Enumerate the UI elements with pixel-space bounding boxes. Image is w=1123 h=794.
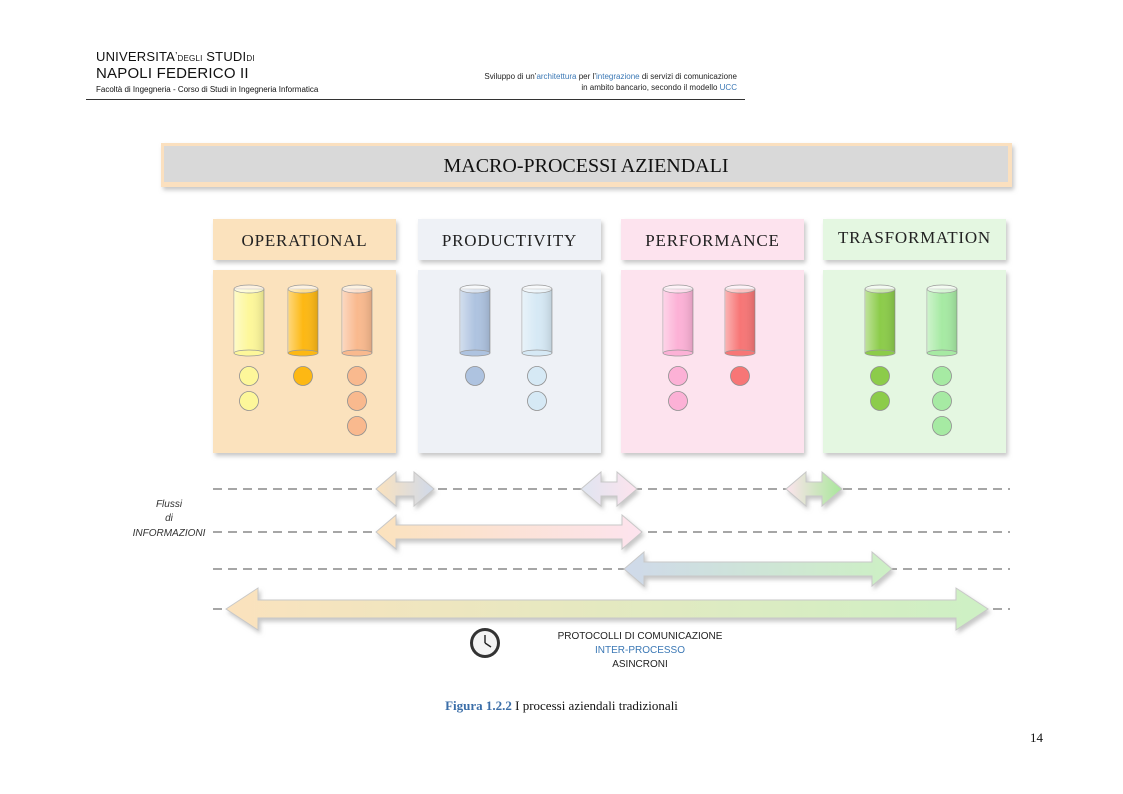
data-node-circle bbox=[347, 366, 367, 386]
flow-lines bbox=[213, 488, 1010, 610]
data-node-circle bbox=[668, 366, 688, 386]
data-node-circle bbox=[870, 391, 890, 411]
process-header-operational: OPERATIONAL bbox=[213, 219, 396, 260]
data-node-circle bbox=[932, 366, 952, 386]
database-cylinder-icon bbox=[926, 284, 958, 357]
database-cylinder-icon bbox=[459, 284, 491, 357]
database-cylinder-icon bbox=[662, 284, 694, 357]
clock-icon bbox=[470, 628, 500, 658]
thesis-subtitle: Sviluppo di un’architettura per l’integr… bbox=[484, 72, 737, 92]
data-node-circle bbox=[932, 391, 952, 411]
arrow-operational-productivity bbox=[375, 470, 435, 508]
process-label: PERFORMANCE bbox=[645, 231, 779, 250]
data-node-circle bbox=[347, 416, 367, 436]
figure-caption-text: I processi aziendali tradizionali bbox=[511, 698, 678, 713]
data-node-circle bbox=[870, 366, 890, 386]
diagram-title-bar: MACRO-PROCESSI AZIENDALI bbox=[161, 143, 1012, 187]
arrow-all-processes bbox=[225, 587, 989, 631]
diagram-title: MACRO-PROCESSI AZIENDALI bbox=[443, 155, 728, 177]
arrow-operational-performance bbox=[375, 513, 643, 551]
process-header-trasformation: TRASFORMATION bbox=[823, 219, 1006, 260]
database-cylinder-icon bbox=[233, 284, 265, 357]
process-panel-productivity bbox=[418, 270, 601, 453]
data-node-circle bbox=[347, 391, 367, 411]
arrow-productivity-performance bbox=[580, 470, 638, 508]
data-node-circle bbox=[527, 391, 547, 411]
data-node-circle bbox=[293, 366, 313, 386]
data-node-circle bbox=[668, 391, 688, 411]
data-node-circle bbox=[730, 366, 750, 386]
database-cylinder-icon bbox=[341, 284, 373, 357]
data-node-circle bbox=[239, 391, 259, 411]
arrow-performance-trasformation bbox=[785, 470, 843, 508]
database-cylinder-icon bbox=[724, 284, 756, 357]
protocol-text: PROTOCOLLI DI COMUNICAZIONE INTER-PROCES… bbox=[558, 631, 723, 670]
data-node-circle bbox=[239, 366, 259, 386]
process-label: PRODUCTIVITY bbox=[442, 231, 577, 250]
figure-caption: Figura 1.2.2 I processi aziendali tradiz… bbox=[0, 698, 1123, 714]
university-name-line1: UNIVERSITA’DEGLI STUDIDI bbox=[96, 49, 255, 64]
data-node-circle bbox=[932, 416, 952, 436]
flows-label-line1: Flussi bbox=[156, 499, 183, 510]
database-cylinder-icon bbox=[287, 284, 319, 357]
flows-label-line2: di bbox=[165, 513, 174, 524]
page-number: 14 bbox=[1030, 730, 1043, 745]
process-panel-trasformation bbox=[823, 270, 1006, 453]
database-cylinder-icon bbox=[864, 284, 896, 357]
process-header-bg bbox=[621, 219, 804, 260]
figure-number: Figura 1.2.2 bbox=[445, 698, 512, 713]
database-cylinder-icon bbox=[521, 284, 553, 357]
arrow-productivity-trasformation bbox=[623, 550, 893, 588]
process-panel-bg bbox=[418, 270, 601, 453]
university-name-line2: NAPOLI FEDERICO II bbox=[96, 65, 249, 82]
protocol-line3: ASINCRONI bbox=[612, 659, 668, 670]
data-node-circle bbox=[465, 366, 485, 386]
process-panel-performance bbox=[621, 270, 804, 453]
faculty-name: Facoltà di Ingegneria - Corso di Studi i… bbox=[96, 85, 319, 94]
process-header-productivity: PRODUCTIVITY bbox=[418, 219, 601, 260]
protocol-line1: PROTOCOLLI DI COMUNICAZIONE bbox=[558, 631, 723, 642]
process-panel-operational bbox=[213, 270, 396, 453]
process-panel-bg bbox=[621, 270, 804, 453]
process-header-bg bbox=[418, 219, 601, 260]
university-logo: UNIVERSITA’DEGLI STUDIDI NAPOLI FEDERICO… bbox=[96, 50, 318, 96]
flows-label-line3: INFORMAZIONI bbox=[133, 528, 206, 539]
process-label: OPERATIONAL bbox=[242, 231, 368, 250]
header-rule bbox=[86, 99, 745, 100]
process-panel-bg bbox=[823, 270, 1006, 453]
data-node-circle bbox=[527, 366, 547, 386]
protocol-line2: INTER-PROCESSO bbox=[595, 645, 685, 656]
process-header-performance: PERFORMANCE bbox=[621, 219, 804, 260]
process-header-bg bbox=[213, 219, 396, 260]
process-header-bg bbox=[823, 219, 1006, 260]
flows-label: Flussi di INFORMAZIONI bbox=[133, 499, 206, 539]
process-label: TRASFORMATION bbox=[838, 228, 991, 247]
